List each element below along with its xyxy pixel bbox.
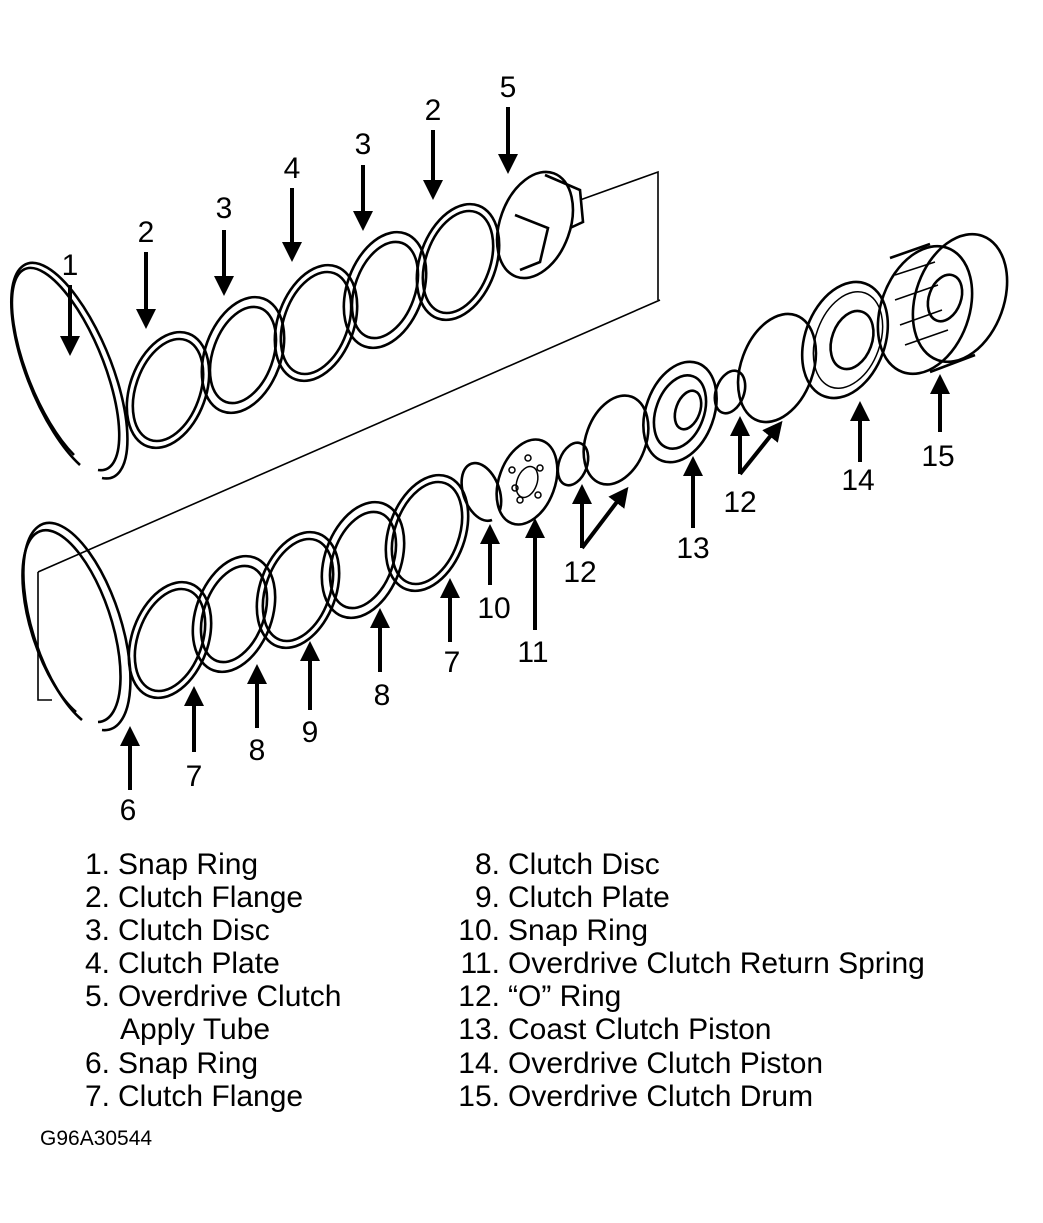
callout-arrows (60, 107, 950, 790)
legend-num: 5. (85, 980, 110, 1013)
part-11-return-spring (495, 438, 559, 526)
part-7b-clutch-flange (384, 473, 470, 593)
callout-15: 15 (921, 440, 954, 473)
part-2-clutch-flange (125, 330, 211, 450)
callout-9: 9 (302, 716, 319, 749)
part-6-snap-ring (21, 521, 132, 732)
legend-label: Overdrive Clutch Drum (508, 1080, 813, 1113)
legend-num: 13. (458, 1013, 500, 1046)
part-13-coast-clutch-piston (642, 360, 718, 464)
part-3-clutch-disc (200, 295, 286, 415)
legend-num: 2. (85, 881, 110, 914)
callout-2b: 2 (425, 94, 442, 127)
callout-6: 6 (120, 794, 137, 827)
part-9-clutch-plate (255, 530, 341, 650)
legend-label: Clutch Plate (118, 947, 280, 980)
legend-num: 9. (475, 881, 500, 914)
callout-8a: 8 (249, 734, 266, 767)
part-12a-o-ring-large (582, 394, 650, 486)
legend-num: 11. (461, 947, 500, 980)
legend-label: Clutch Flange (118, 881, 303, 914)
callout-8b: 8 (374, 679, 391, 712)
callout-numbers: 1 2 3 4 3 2 5 6 7 8 9 8 7 10 11 12 13 12… (62, 71, 955, 827)
part-1-snap-ring (10, 261, 129, 480)
legend-label: “O” Ring (508, 980, 621, 1013)
callout-13: 13 (676, 532, 709, 565)
legend-num: 14. (458, 1047, 500, 1080)
part-5-apply-tube (495, 170, 585, 280)
figure-code: G96A30544 (40, 1127, 152, 1150)
legend-label: Clutch Disc (508, 848, 660, 881)
legend-label: Clutch Disc (118, 914, 270, 947)
legend-num: 8. (475, 848, 500, 881)
callout-12a: 12 (563, 556, 596, 589)
part-8-clutch-disc (191, 554, 277, 674)
legend-num: 7. (85, 1080, 110, 1113)
part-10-snap-ring (460, 461, 503, 523)
legend-num: 3. (85, 914, 110, 947)
legend-label: Overdrive Clutch Return Spring (508, 947, 925, 980)
legend-num: 10. (458, 914, 500, 947)
legend-label: Overdrive Clutch Piston (508, 1047, 823, 1080)
legend-label: Apply Tube (120, 1013, 270, 1046)
callout-7a: 7 (186, 760, 203, 793)
legend-label: Snap Ring (118, 848, 258, 881)
legend-label: Snap Ring (508, 914, 648, 947)
callout-14: 14 (841, 464, 874, 497)
callout-4: 4 (284, 152, 301, 185)
part-12a-o-ring-small (556, 441, 590, 487)
callout-2a: 2 (138, 216, 155, 249)
legend-num: 15. (458, 1080, 500, 1113)
legend-label: Clutch Flange (118, 1080, 303, 1113)
callout-5: 5 (500, 71, 517, 104)
callout-3a: 3 (216, 192, 233, 225)
legend-label: Clutch Plate (508, 881, 670, 914)
callout-3b: 3 (355, 128, 372, 161)
legend-num: 6. (85, 1047, 110, 1080)
legend-label: Snap Ring (118, 1047, 258, 1080)
callout-10: 10 (477, 592, 510, 625)
part-12b-o-ring-large (736, 312, 818, 424)
assembly-outline (37, 170, 661, 701)
callout-11: 11 (517, 636, 548, 669)
legend-num: 1. (85, 848, 110, 881)
legend-num: 12. (458, 980, 500, 1013)
legend-num: 4. (85, 947, 110, 980)
part-15-overdrive-clutch-drum (876, 232, 1009, 376)
legend-right-column: 8. Clutch Disc 9. Clutch Plate 10. Snap … (458, 848, 925, 1113)
part-2b-clutch-flange (415, 202, 501, 322)
legend: 1. Snap Ring 2. Clutch Flange 3. Clutch … (85, 848, 925, 1113)
callout-1: 1 (62, 249, 79, 282)
part-12b-o-ring-small (713, 369, 747, 415)
legend-label: Coast Clutch Piston (508, 1013, 771, 1046)
legend-left-column: 1. Snap Ring 2. Clutch Flange 3. Clutch … (85, 848, 341, 1113)
callout-12b: 12 (723, 486, 756, 519)
callout-7b: 7 (444, 646, 461, 679)
legend-label: Overdrive Clutch (118, 980, 341, 1013)
